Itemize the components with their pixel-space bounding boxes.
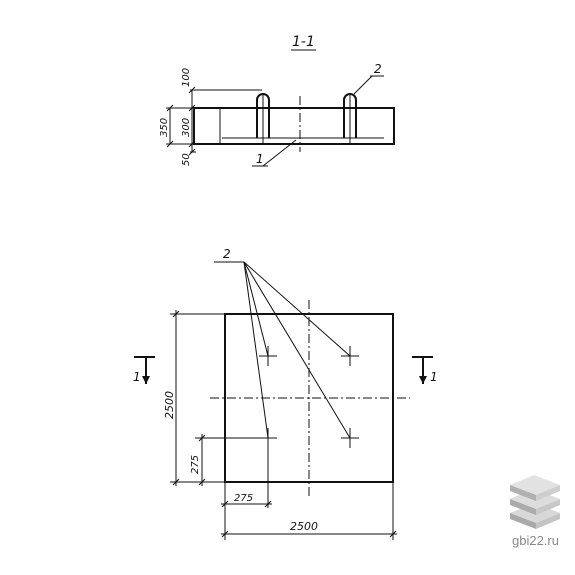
callout-1-section: 1 — [252, 139, 297, 167]
svg-text:2500: 2500 — [163, 391, 176, 419]
svg-text:275: 275 — [190, 455, 201, 474]
lifting-loop-right — [343, 93, 357, 144]
svg-text:1: 1 — [256, 152, 264, 166]
watermark-text: gbi22.ru — [512, 533, 559, 548]
dim-bottom-275: 275 — [221, 438, 272, 508]
dim-bottom-2500: 2500 — [221, 482, 397, 540]
svg-text:2500: 2500 — [290, 520, 318, 533]
section-title: 1-1 — [292, 34, 315, 50]
section-dimensions: 100 350 300 50 — [159, 68, 262, 166]
section-cut-right: 1 — [412, 356, 438, 384]
dim-50: 50 — [181, 153, 192, 166]
callout-2-section: 2 — [353, 62, 384, 95]
dim-left-2500: 2500 — [163, 310, 225, 486]
dim-100: 100 — [181, 68, 192, 87]
callout-2-plan: 2 — [214, 247, 351, 439]
lifting-loop-left — [256, 93, 270, 144]
svg-text:1: 1 — [133, 370, 141, 384]
dim-300: 300 — [181, 118, 192, 137]
svg-text:1: 1 — [430, 370, 438, 384]
svg-text:2: 2 — [223, 247, 231, 261]
dim-left-275: 275 — [190, 434, 268, 486]
section-view: 1-1 — [159, 34, 395, 167]
watermark-logo — [510, 475, 560, 529]
svg-text:2: 2 — [374, 62, 382, 76]
svg-text:275: 275 — [234, 493, 253, 504]
slab-section — [193, 107, 395, 145]
dim-350: 350 — [159, 118, 170, 137]
plan-view: 2 2500 275 — [133, 247, 438, 540]
section-cut-left: 1 — [133, 356, 155, 384]
